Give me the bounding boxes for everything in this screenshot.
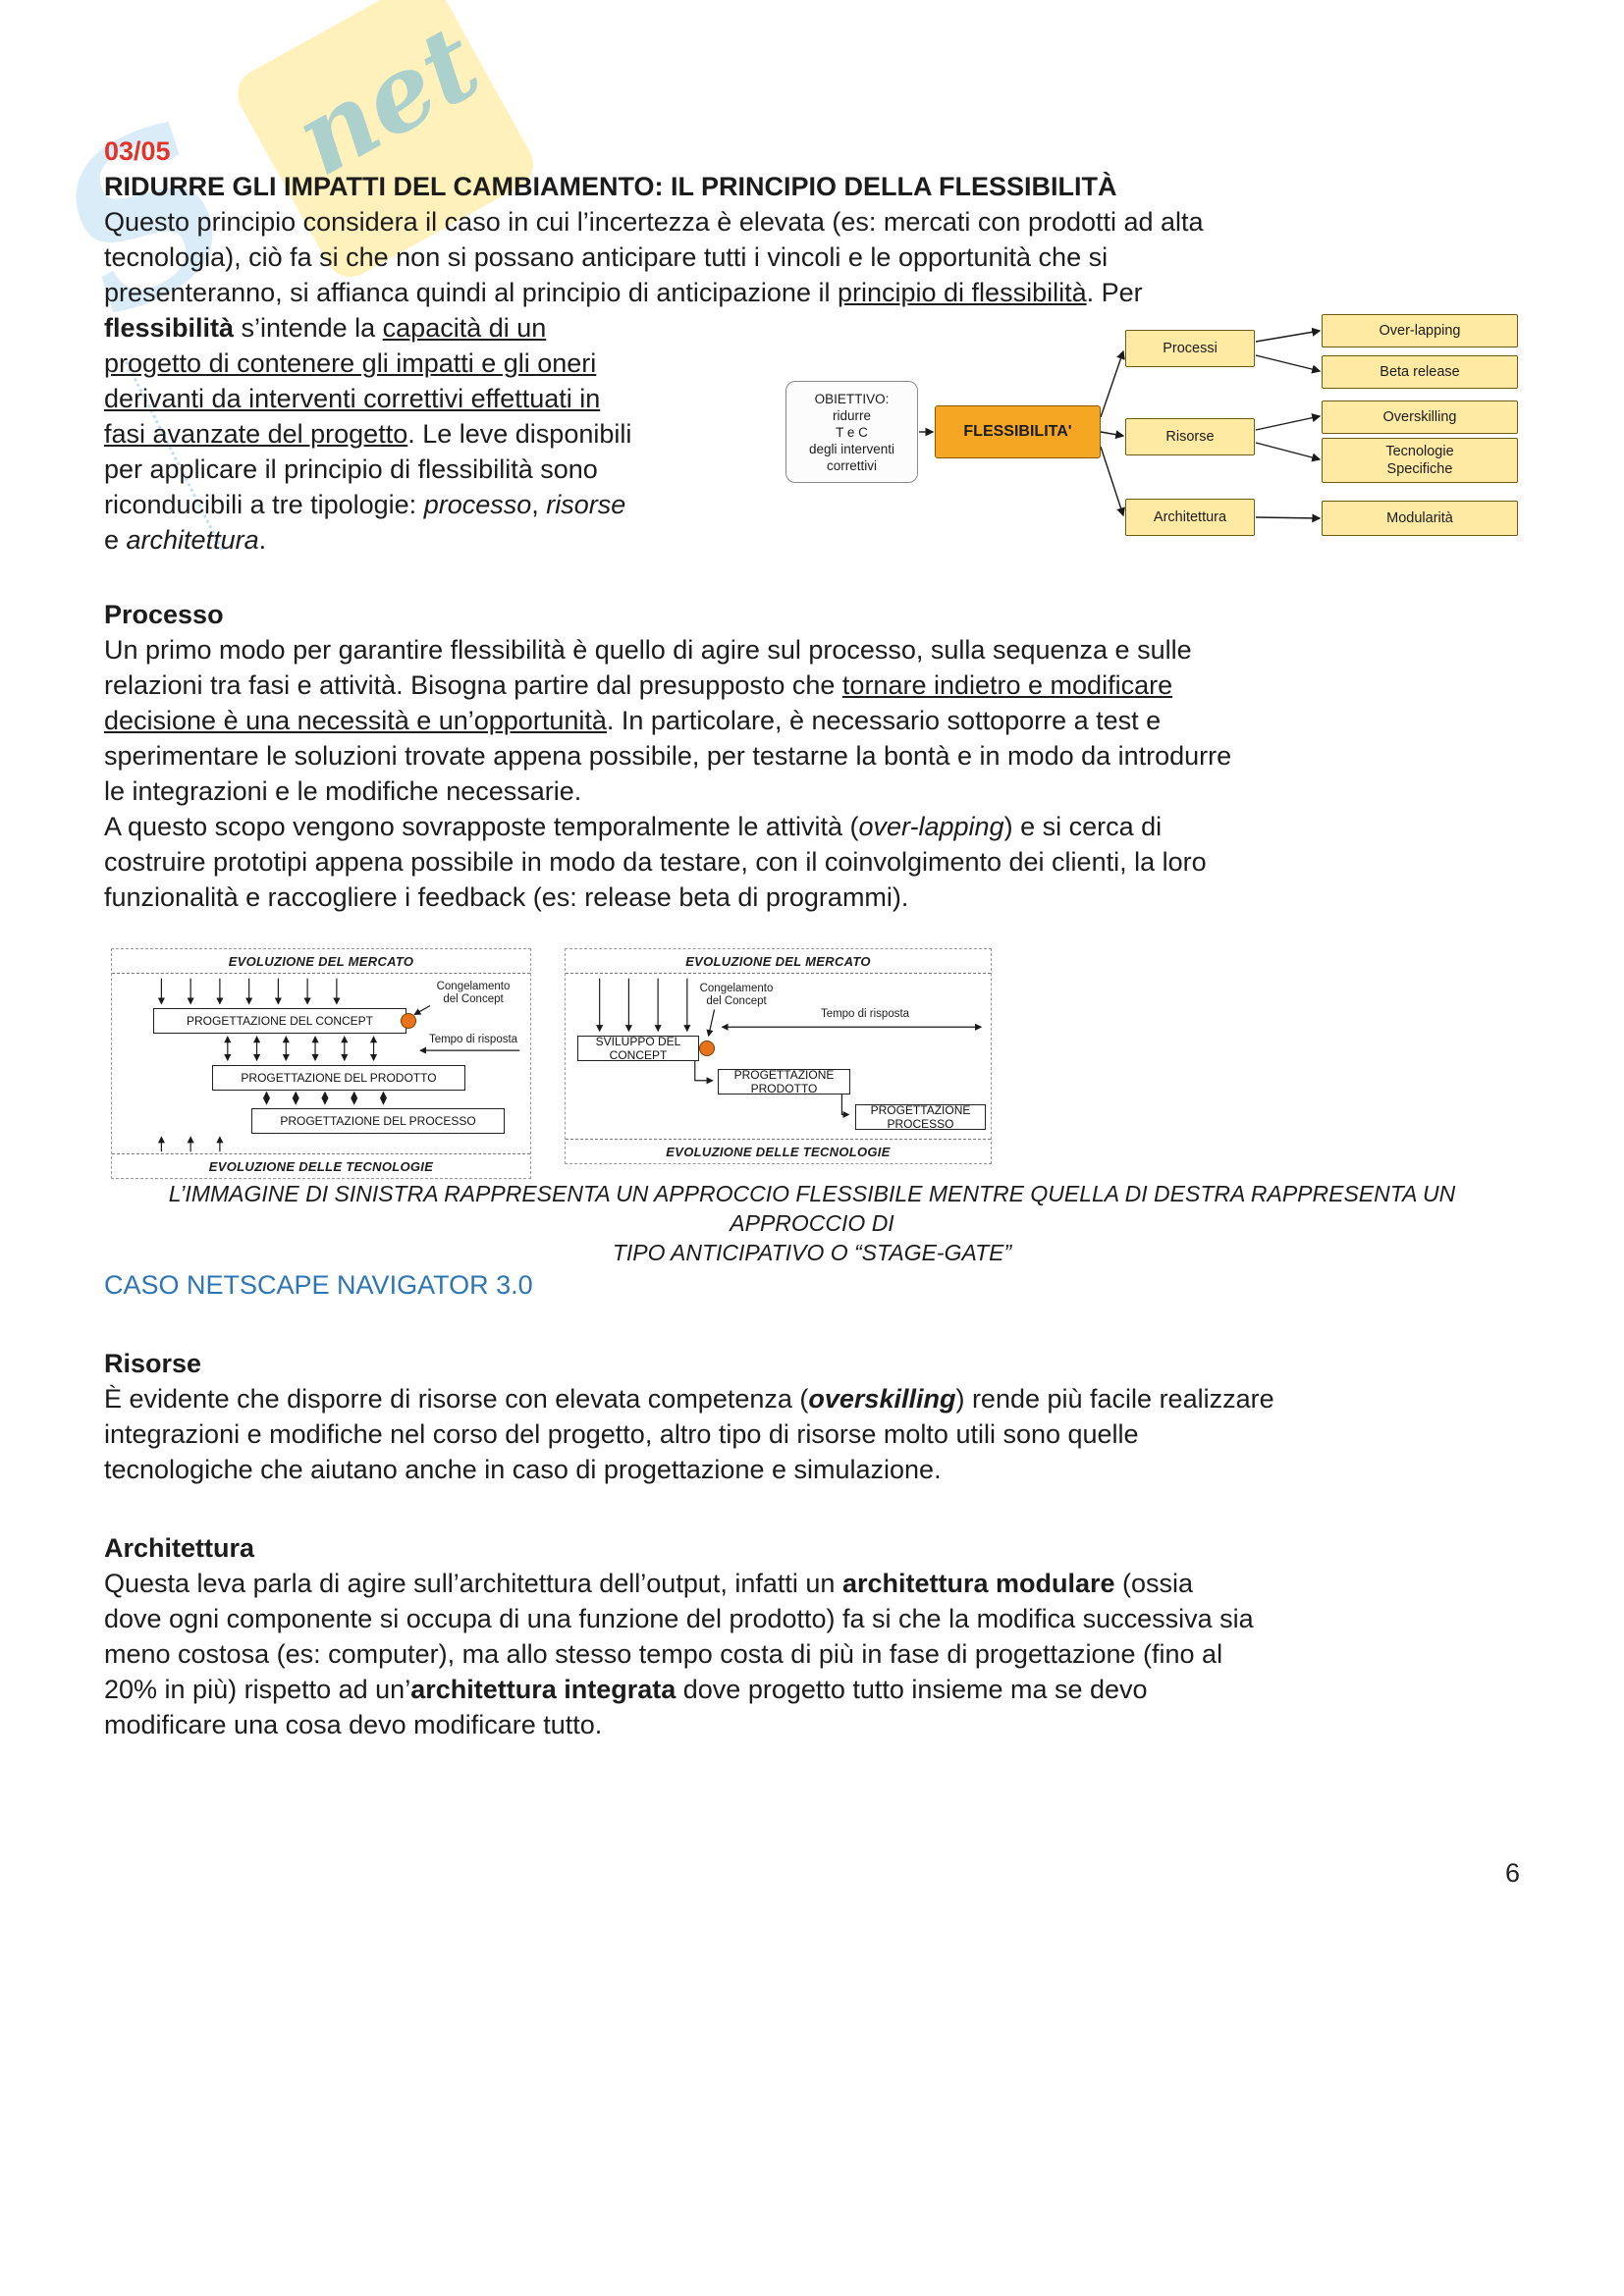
process-diagrams-row: EVOLUZIONE DEL MERCATO PROGETTAZIONE DEL… xyxy=(111,948,1520,1179)
page-number: 6 xyxy=(1504,1858,1520,1888)
concept-freeze-label: Congelamento del Concept xyxy=(436,981,511,1005)
processo-paragraph-2: A questo scopo vengono sovrapposte tempo… xyxy=(104,812,1207,912)
case-netscape-link[interactable]: CASO NETSCAPE NAVIGATOR 3.0 xyxy=(104,1270,533,1300)
intro-paragraph-wrapped: flessibilità s’intende la capacità di un… xyxy=(104,313,632,555)
flexible-approach-diagram: EVOLUZIONE DEL MERCATO PROGETTAZIONE DEL… xyxy=(111,948,531,1179)
stage-gate-approach-arrows xyxy=(596,978,983,1119)
flexibility-diagram: OBIETTIVO: ridurre T e C degli intervent… xyxy=(785,312,1520,540)
flex-leaf-beta-release: Beta release xyxy=(1322,355,1518,389)
flex-leaf-tecnologie: Tecnologie Specifiche xyxy=(1322,438,1518,483)
stage-gate-approach-diagram: EVOLUZIONE DEL MERCATO Congelamento del … xyxy=(565,948,992,1164)
flex-node-risorse: Risorse xyxy=(1125,418,1255,455)
concept-freeze-label: Congelamento del Concept xyxy=(699,983,774,1007)
flex-node-root: FLESSIBILITA' xyxy=(935,405,1101,458)
risorse-paragraph: È evidente che disporre di risorse con e… xyxy=(104,1384,1274,1484)
architettura-paragraph: Questa leva parla di agire sull’architet… xyxy=(104,1569,1254,1739)
flex-leaf-overlapping: Over-lapping xyxy=(1322,314,1518,347)
market-evolution-strip: EVOLUZIONE DEL MERCATO xyxy=(112,949,530,974)
document-content: 03/05 RIDURRE GLI IMPATTI DEL CAMBIAMENT… xyxy=(104,136,1520,1739)
flex-node-objective: OBIETTIVO: ridurre T e C degli intervent… xyxy=(785,381,918,483)
response-time-label: Tempo di risposta xyxy=(820,1008,910,1020)
flexibility-diagram-arrows xyxy=(919,327,1322,523)
date-heading: 03/05 xyxy=(104,136,171,166)
product-design-box: PROGETTAZIONE DEL PRODOTTO xyxy=(212,1065,465,1091)
technology-evolution-strip: EVOLUZIONE DELLE TECNOLOGIE xyxy=(566,1139,991,1163)
concept-development-box: SVILUPPO DEL CONCEPT xyxy=(577,1035,699,1062)
section-heading-processo: Processo xyxy=(104,600,224,629)
flex-node-architettura: Architettura xyxy=(1125,499,1255,536)
diagrams-caption: L’IMMAGINE DI SINISTRA RAPPRESENTA UN AP… xyxy=(168,1181,1456,1265)
response-time-label: Tempo di risposta xyxy=(428,1034,518,1045)
section-heading-architettura: Architettura xyxy=(104,1533,255,1563)
flex-leaf-overskilling: Overskilling xyxy=(1322,400,1518,434)
flexible-approach-arrows xyxy=(157,978,520,1152)
concept-design-box: PROGETTAZIONE DEL CONCEPT xyxy=(153,1008,406,1034)
technology-evolution-strip: EVOLUZIONE DELLE TECNOLOGIE xyxy=(112,1153,530,1178)
flex-leaf-modularita: Modularità xyxy=(1322,501,1518,536)
processo-paragraph-1: Un primo modo per garantire flessibilità… xyxy=(104,635,1232,806)
section-heading-risorse: Risorse xyxy=(104,1349,202,1378)
flex-node-processi: Processi xyxy=(1125,330,1255,367)
product-design-box: PROGETTAZIONE PRODOTTO xyxy=(718,1068,850,1095)
process-design-box: PROGETTAZIONE DEL PROCESSO xyxy=(251,1108,505,1134)
concept-freeze-marker xyxy=(401,1013,416,1029)
market-evolution-strip: EVOLUZIONE DEL MERCATO xyxy=(566,949,991,974)
concept-freeze-marker xyxy=(699,1041,715,1056)
page-title: RIDURRE GLI IMPATTI DEL CAMBIAMENTO: IL … xyxy=(104,172,1117,201)
intro-paragraph: Questo principio considera il caso in cu… xyxy=(104,207,1204,307)
process-design-box: PROGETTAZIONE PROCESSO xyxy=(855,1103,986,1131)
